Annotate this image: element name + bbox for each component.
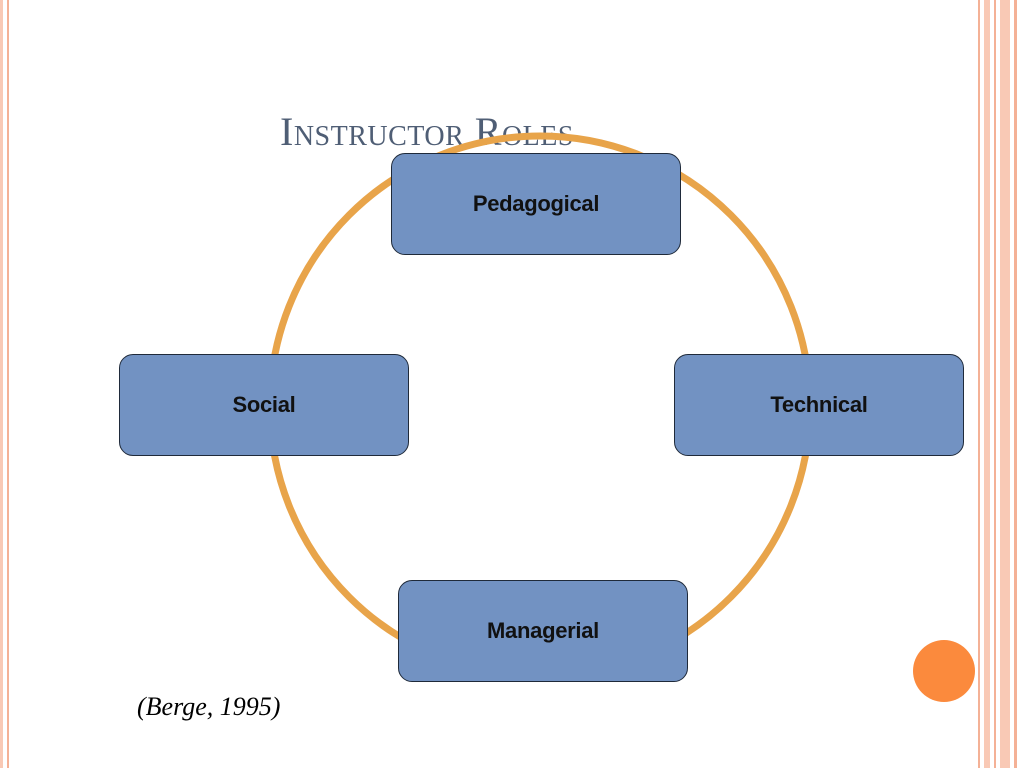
node-pedagogical-label: Pedagogical	[472, 191, 600, 216]
right-border-decoration	[976, 0, 1024, 768]
node-managerial-label: Managerial	[487, 618, 599, 643]
node-managerial: Managerial	[398, 580, 688, 682]
node-technical-label: Technical	[770, 392, 868, 417]
left-border-decoration	[0, 0, 12, 768]
node-pedagogical: Pedagogical	[391, 153, 681, 255]
slide-title: Instructor Roles	[280, 109, 574, 154]
node-technical: Technical	[674, 354, 964, 456]
node-social: Social	[119, 354, 409, 456]
accent-dot	[913, 640, 975, 702]
node-social-label: Social	[232, 392, 296, 417]
citation: (Berge, 1995)	[137, 692, 281, 721]
